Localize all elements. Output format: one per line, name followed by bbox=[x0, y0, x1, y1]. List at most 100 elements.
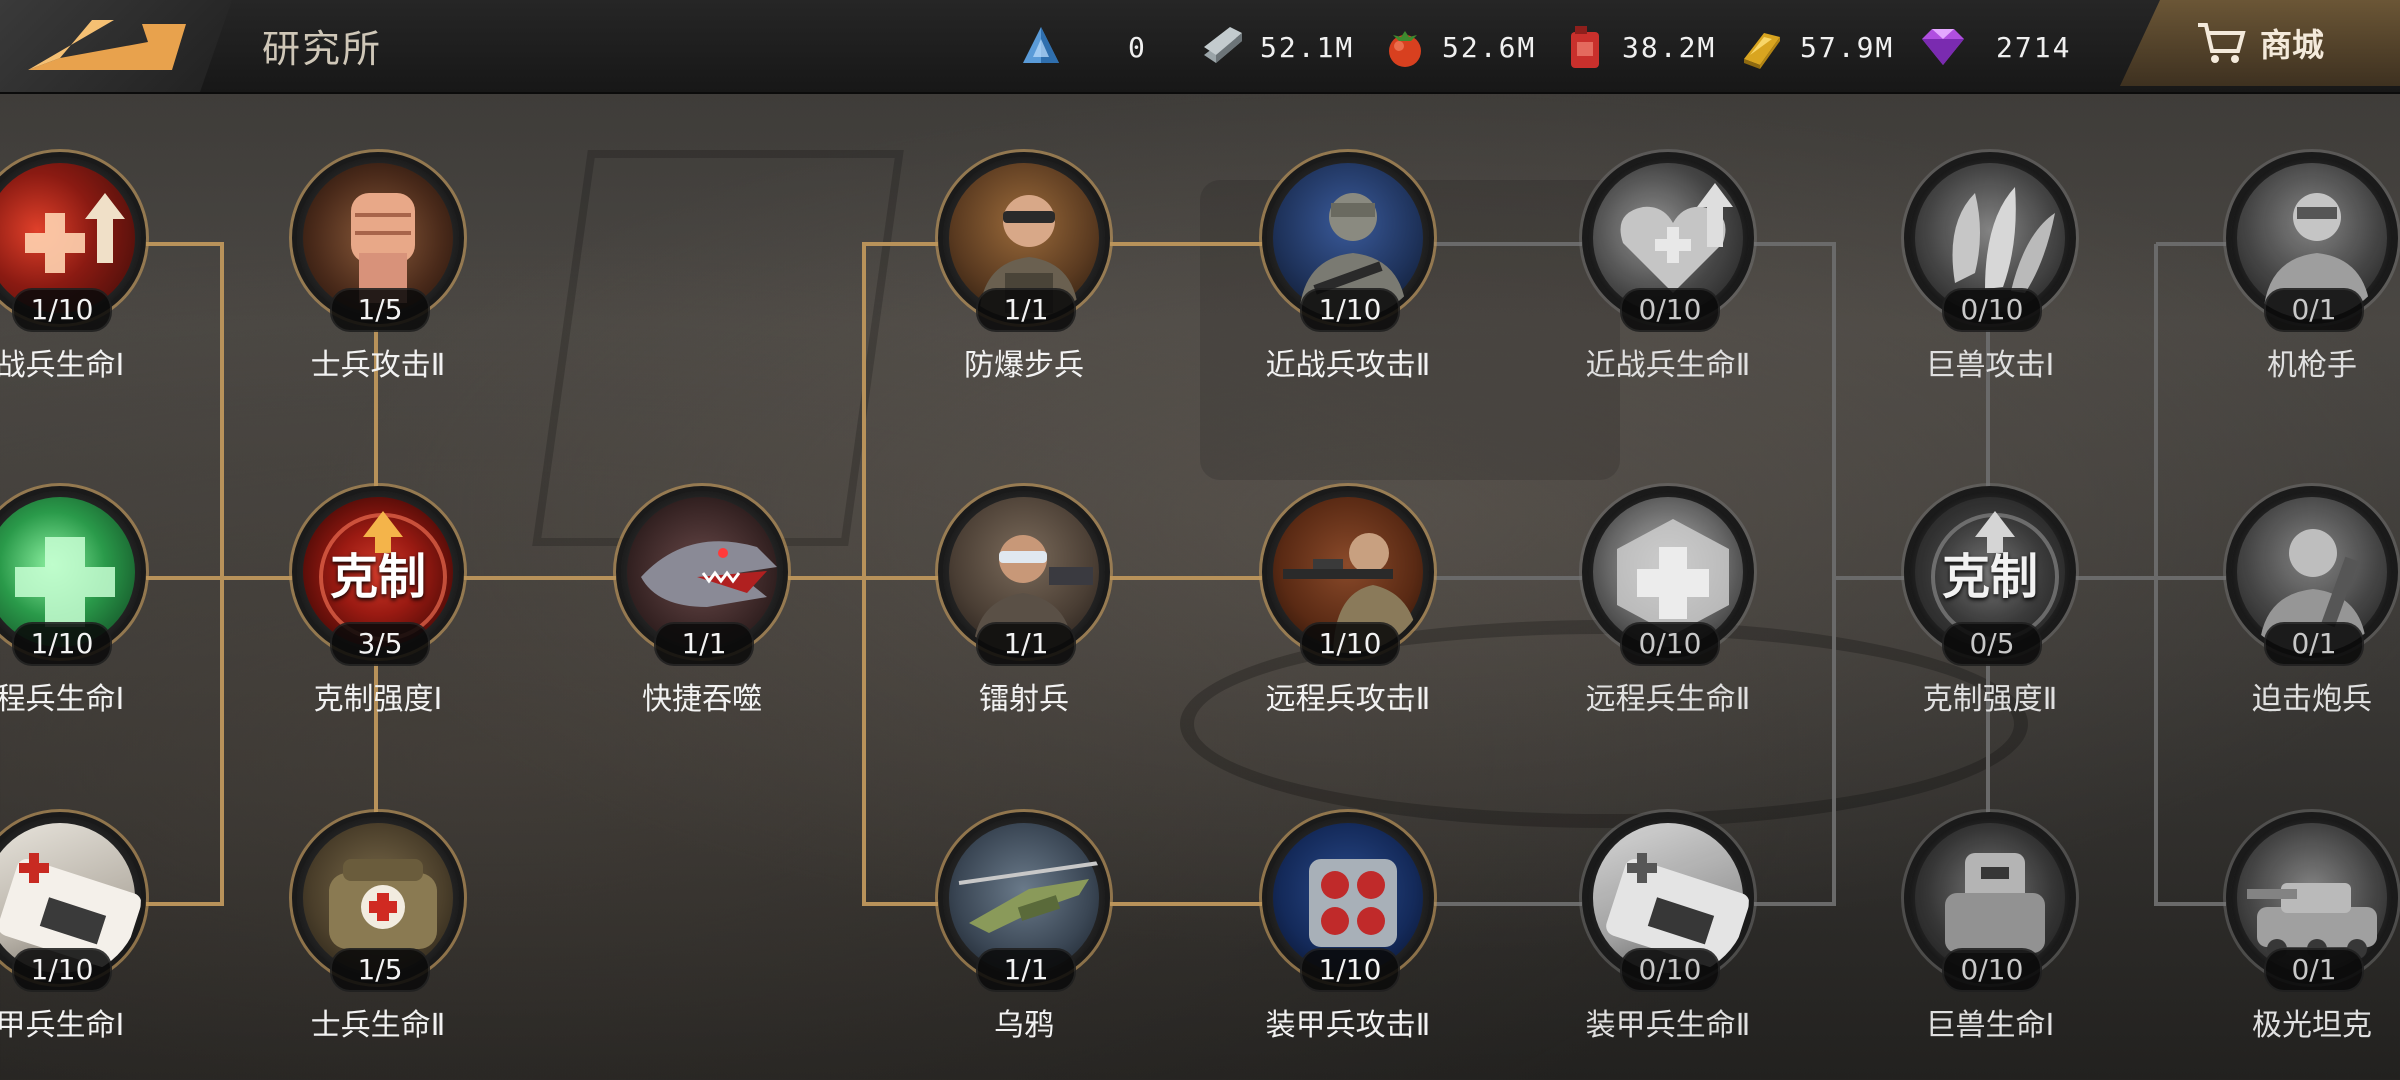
node-progress: 1/10 bbox=[12, 288, 112, 332]
resource-steel: 52.1M bbox=[1200, 22, 1354, 72]
node-name: 装甲兵攻击Ⅱ bbox=[1265, 1008, 1431, 1043]
gold-bar-icon bbox=[1740, 24, 1786, 70]
counter-icon: 克制 bbox=[1915, 497, 2065, 647]
node-progress: 1/10 bbox=[1300, 288, 1400, 332]
locked-connectors bbox=[1434, 242, 2226, 906]
active-connectors bbox=[146, 242, 1262, 906]
research-node-crow[interactable]: 1/1 乌鸦 bbox=[938, 812, 1110, 1043]
node-name: 远程兵生命Ⅱ bbox=[1585, 682, 1751, 717]
node-name: 极光坦克 bbox=[2252, 1008, 2372, 1043]
node-name: 快捷吞噬 bbox=[642, 682, 762, 717]
research-node-armor-hp-2[interactable]: 0/10 装甲兵生命Ⅱ bbox=[1582, 812, 1754, 1043]
node-name: 防爆步兵 bbox=[964, 348, 1084, 383]
crystal-cross-icon bbox=[1593, 497, 1743, 647]
node-name: 乌鸦 bbox=[994, 1008, 1054, 1043]
fist-icon bbox=[303, 163, 453, 313]
research-node-soldier-hp-2[interactable]: 1/5 士兵生命Ⅱ bbox=[292, 812, 464, 1043]
counter-icon-text: 克制 bbox=[1941, 549, 2038, 605]
node-name: 迫击炮兵 bbox=[2252, 682, 2372, 717]
node-progress: 1/1 bbox=[976, 622, 1076, 666]
resource-fuel-value: 38.2M bbox=[1622, 30, 1717, 64]
node-name: 巨兽生命Ⅰ bbox=[1925, 1008, 2055, 1043]
page-title: 研究所 bbox=[262, 27, 383, 71]
research-node-beast-hp-1[interactable]: 0/10 巨兽生命Ⅰ bbox=[1904, 812, 2076, 1043]
research-node-machine-gunner[interactable]: 0/1 机枪手 bbox=[2226, 152, 2398, 383]
node-progress: 0/10 bbox=[1942, 948, 2042, 992]
resource-gold: 57.9M bbox=[1740, 22, 1894, 72]
back-button[interactable] bbox=[0, 0, 232, 92]
research-node-quick-devour[interactable]: 1/1 快捷吞噬 bbox=[616, 486, 788, 717]
node-progress: 0/1 bbox=[2264, 288, 2364, 332]
node-name: 士兵生命Ⅱ bbox=[310, 1008, 446, 1043]
node-name: 甲兵生命Ⅰ bbox=[0, 1008, 125, 1043]
fuel-can-icon bbox=[1562, 24, 1608, 70]
node-progress: 1/5 bbox=[330, 288, 430, 332]
research-node-melee-attack-2[interactable]: 1/10 近战兵攻击Ⅱ bbox=[1262, 152, 1434, 383]
node-progress: 0/5 bbox=[1942, 622, 2042, 666]
node-progress: 0/10 bbox=[1620, 948, 1720, 992]
node-name: 战兵生命Ⅰ bbox=[0, 348, 125, 383]
helicopter-icon bbox=[949, 823, 1100, 973]
shop-label: 商城 bbox=[2259, 26, 2324, 64]
node-name: 近战兵攻击Ⅱ bbox=[1265, 348, 1431, 383]
resource-steel-value: 52.1M bbox=[1260, 30, 1355, 64]
research-node-armor-attack-2[interactable]: 1/10 装甲兵攻击Ⅱ bbox=[1262, 812, 1434, 1043]
tomato-food-icon bbox=[1382, 24, 1428, 70]
node-name: 远程兵攻击Ⅱ bbox=[1265, 682, 1431, 717]
node-progress: 0/10 bbox=[1620, 288, 1720, 332]
node-name: 克制强度Ⅰ bbox=[313, 682, 443, 717]
research-node-armor-hp-1[interactable]: 1/10 甲兵生命Ⅰ bbox=[0, 812, 146, 1043]
node-progress: 1/10 bbox=[1300, 948, 1400, 992]
node-name: 克制强度Ⅱ bbox=[1922, 682, 2058, 717]
node-progress: 1/10 bbox=[12, 948, 112, 992]
node-progress: 1/1 bbox=[976, 288, 1076, 332]
mech-beast-icon bbox=[1915, 823, 2065, 973]
back-arrow-icon bbox=[28, 20, 186, 70]
node-progress: 1/5 bbox=[330, 948, 430, 992]
counter-icon-text: 克制 bbox=[329, 549, 426, 605]
resource-gold-value: 57.9M bbox=[1800, 30, 1895, 64]
resource-crystal-value: 0 bbox=[1128, 30, 1147, 64]
resource-food-value: 52.6M bbox=[1442, 30, 1537, 64]
purple-diamond-icon bbox=[1920, 24, 1966, 70]
crystal-pyramid-icon bbox=[1018, 24, 1064, 70]
shopping-cart-icon bbox=[2197, 23, 2246, 63]
node-progress: 1/10 bbox=[12, 622, 112, 666]
resource-diamond-value: 2714 bbox=[1996, 30, 2072, 64]
node-name: 机枪手 bbox=[2267, 348, 2357, 383]
top-bar: 研究所 0 52.1M 52.6M 38.2M 57.9M 2714 bbox=[0, 0, 2400, 94]
research-node-mortar-soldier[interactable]: 0/1 迫击炮兵 bbox=[2226, 486, 2398, 717]
node-progress: 1/1 bbox=[976, 948, 1076, 992]
node-progress: 0/10 bbox=[1942, 288, 2042, 332]
node-name: 近战兵生命Ⅱ bbox=[1585, 348, 1751, 383]
node-progress: 0/1 bbox=[2264, 948, 2364, 992]
node-progress: 1/1 bbox=[654, 622, 754, 666]
node-progress: 3/5 bbox=[330, 622, 430, 666]
resource-crystal: 0 bbox=[1018, 22, 1147, 72]
research-node-laser-soldier[interactable]: 1/1 镭射兵 bbox=[938, 486, 1110, 717]
resource-fuel: 38.2M bbox=[1562, 22, 1716, 72]
research-node-aurora-tank[interactable]: 0/1 极光坦克 bbox=[2226, 812, 2398, 1043]
research-node-counter-1[interactable]: 克制 3/5 克制强度Ⅰ bbox=[292, 486, 464, 717]
research-node-ranged-hp-1[interactable]: 1/10 程兵生命Ⅰ bbox=[0, 486, 146, 717]
research-node-ranged-attack-2[interactable]: 1/10 远程兵攻击Ⅱ bbox=[1262, 486, 1434, 717]
resource-food: 52.6M bbox=[1382, 22, 1536, 72]
research-node-ranged-hp-2[interactable]: 0/10 远程兵生命Ⅱ bbox=[1582, 486, 1754, 717]
steel-bars-icon bbox=[1200, 24, 1246, 70]
node-name: 镭射兵 bbox=[979, 682, 1069, 717]
research-node-riot-infantry[interactable]: 1/1 防爆步兵 bbox=[938, 152, 1110, 383]
shop-button[interactable]: 商城 bbox=[2120, 0, 2400, 86]
node-name: 装甲兵生命Ⅱ bbox=[1585, 1008, 1751, 1043]
resource-diamond: 2714 bbox=[1920, 22, 2071, 72]
node-name: 巨兽攻击Ⅰ bbox=[1925, 348, 2055, 383]
research-node-soldier-attack-2[interactable]: 1/5 士兵攻击Ⅱ bbox=[292, 152, 464, 383]
node-progress: 0/10 bbox=[1620, 622, 1720, 666]
research-node-counter-2[interactable]: 克制 0/5 克制强度Ⅱ bbox=[1904, 486, 2076, 717]
node-name: 程兵生命Ⅰ bbox=[0, 682, 125, 717]
research-node-melee-hp-2[interactable]: 0/10 近战兵生命Ⅱ bbox=[1582, 152, 1754, 383]
research-node-melee-hp-1[interactable]: 1/10 战兵生命Ⅰ bbox=[0, 152, 146, 383]
research-node-beast-attack-1[interactable]: 0/10 巨兽攻击Ⅰ bbox=[1904, 152, 2076, 383]
node-name: 士兵攻击Ⅱ bbox=[310, 348, 446, 383]
node-progress: 1/10 bbox=[1300, 622, 1400, 666]
